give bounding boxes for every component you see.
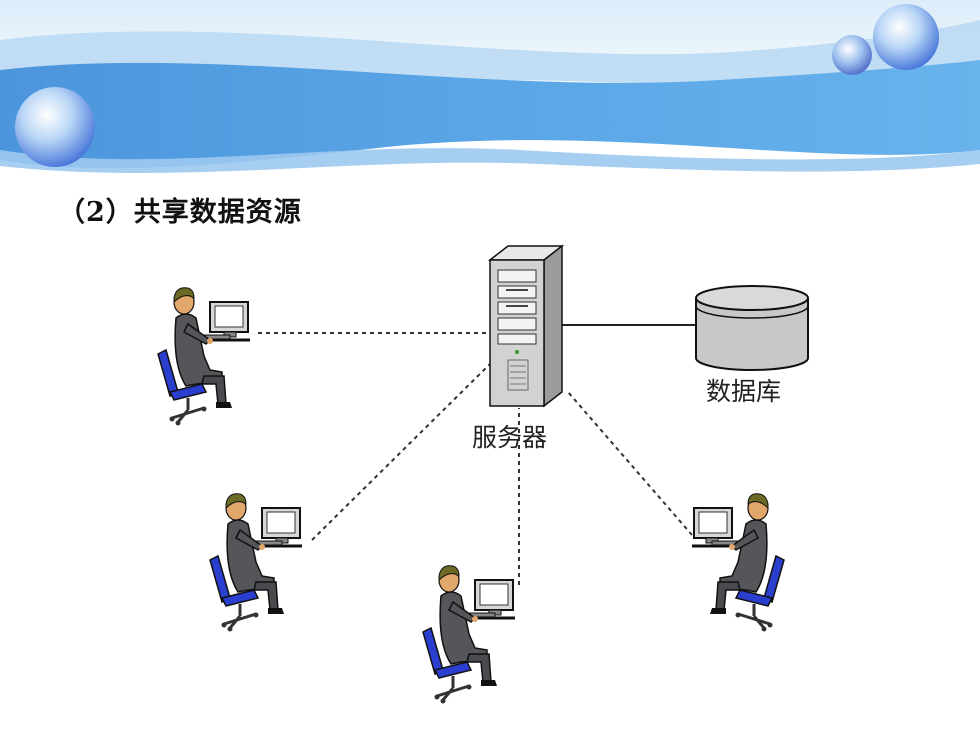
workstation-top-left [156, 286, 252, 427]
link-workstation-4 [567, 391, 693, 536]
link-workstation-2 [311, 361, 493, 541]
workstation-right [690, 492, 786, 633]
header-banner [0, 0, 980, 200]
database-label: 数据库 [706, 377, 781, 406]
orb-small-right [832, 35, 872, 75]
workstation-left [208, 492, 304, 633]
server-icon [487, 244, 565, 408]
slide-title: （2）共享数据资源 [58, 197, 302, 228]
network-diagram: 服务器 数据库 [156, 244, 809, 705]
orb-large-left [15, 87, 95, 167]
workstation-bottom-center [421, 564, 517, 705]
database-icon [695, 285, 809, 371]
server-label: 服务器 [472, 423, 547, 452]
orb-top-right [873, 4, 939, 70]
